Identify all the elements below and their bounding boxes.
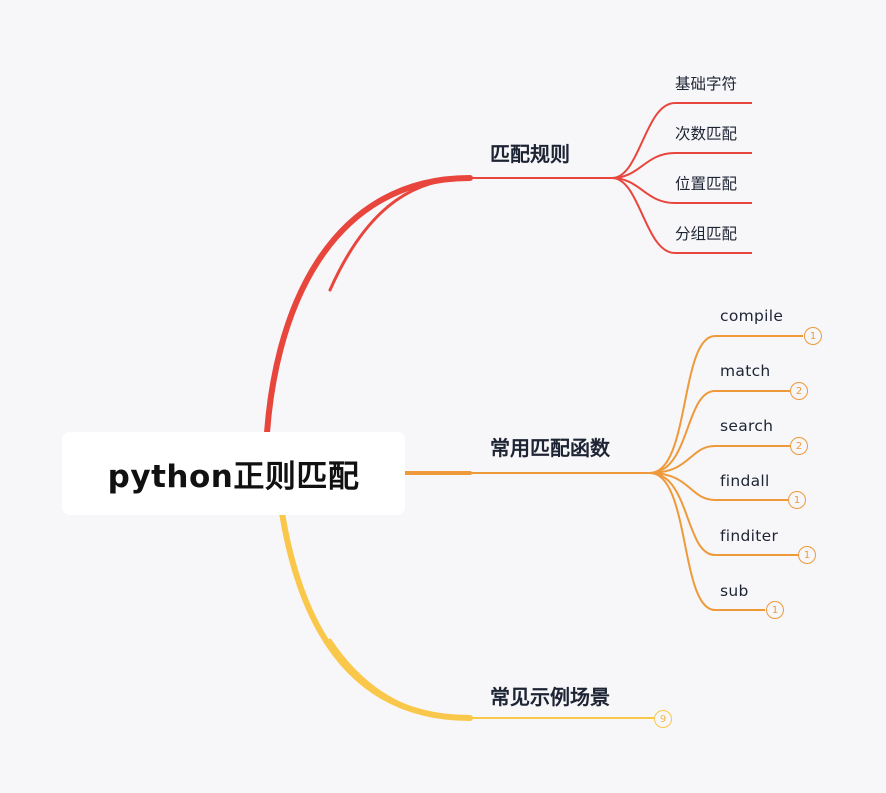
leaf-sub[interactable]: sub [720, 582, 749, 600]
connector-count-match [611, 152, 752, 179]
leaf-basic-chars[interactable]: 基础字符 [675, 75, 738, 93]
connector-position-match [611, 177, 752, 204]
branch-example-scenes[interactable]: 常见示例场景 [490, 685, 610, 709]
collapse-badge-findall[interactable]: 1 [788, 491, 806, 509]
connector-root-matching-rules [263, 175, 473, 453]
collapse-badge-compile[interactable]: 1 [804, 327, 822, 345]
root-connectors [263, 175, 473, 721]
connector-compile [649, 335, 803, 474]
connector-basic-chars [611, 102, 752, 179]
connector-finditer [649, 472, 798, 556]
connector-root-matching-rules-taper [328, 176, 472, 292]
connector-match [649, 390, 790, 474]
leaf-finditer[interactable]: finditer [720, 527, 779, 545]
connector-search [649, 445, 790, 474]
leaf-match[interactable]: match [720, 362, 771, 380]
leaf-position-match[interactable]: 位置匹配 [675, 175, 738, 193]
branch-matching-rules[interactable]: 匹配规则 [490, 142, 570, 166]
leaf-findall[interactable]: findall [720, 472, 770, 490]
collapse-badge-search[interactable]: 2 [790, 437, 808, 455]
connector-sub [649, 472, 765, 611]
collapse-badge-match[interactable]: 2 [790, 382, 808, 400]
leaf-group-match[interactable]: 分组匹配 [675, 225, 738, 243]
branch-underlines [470, 177, 654, 719]
connector-group-match [611, 177, 752, 254]
root-node[interactable]: python正则匹配 [62, 432, 405, 515]
collapse-badge-finditer[interactable]: 1 [798, 546, 816, 564]
leaf-compile[interactable]: compile [720, 307, 784, 325]
leaf-count-match[interactable]: 次数匹配 [675, 125, 738, 143]
collapse-badge-sub[interactable]: 1 [766, 601, 784, 619]
collapse-badge-example-scenes[interactable]: 9 [654, 710, 672, 728]
root-title: python正则匹配 [107, 459, 360, 495]
leaf-search[interactable]: search [720, 417, 774, 435]
connector-root-example-scenes-taper [328, 638, 472, 720]
matching-rules-children [611, 102, 752, 254]
connector-findall [649, 472, 788, 501]
connector-root-example-scenes [277, 497, 473, 721]
branch-common-functions[interactable]: 常用匹配函数 [490, 436, 610, 460]
common-functions-children [649, 335, 803, 611]
